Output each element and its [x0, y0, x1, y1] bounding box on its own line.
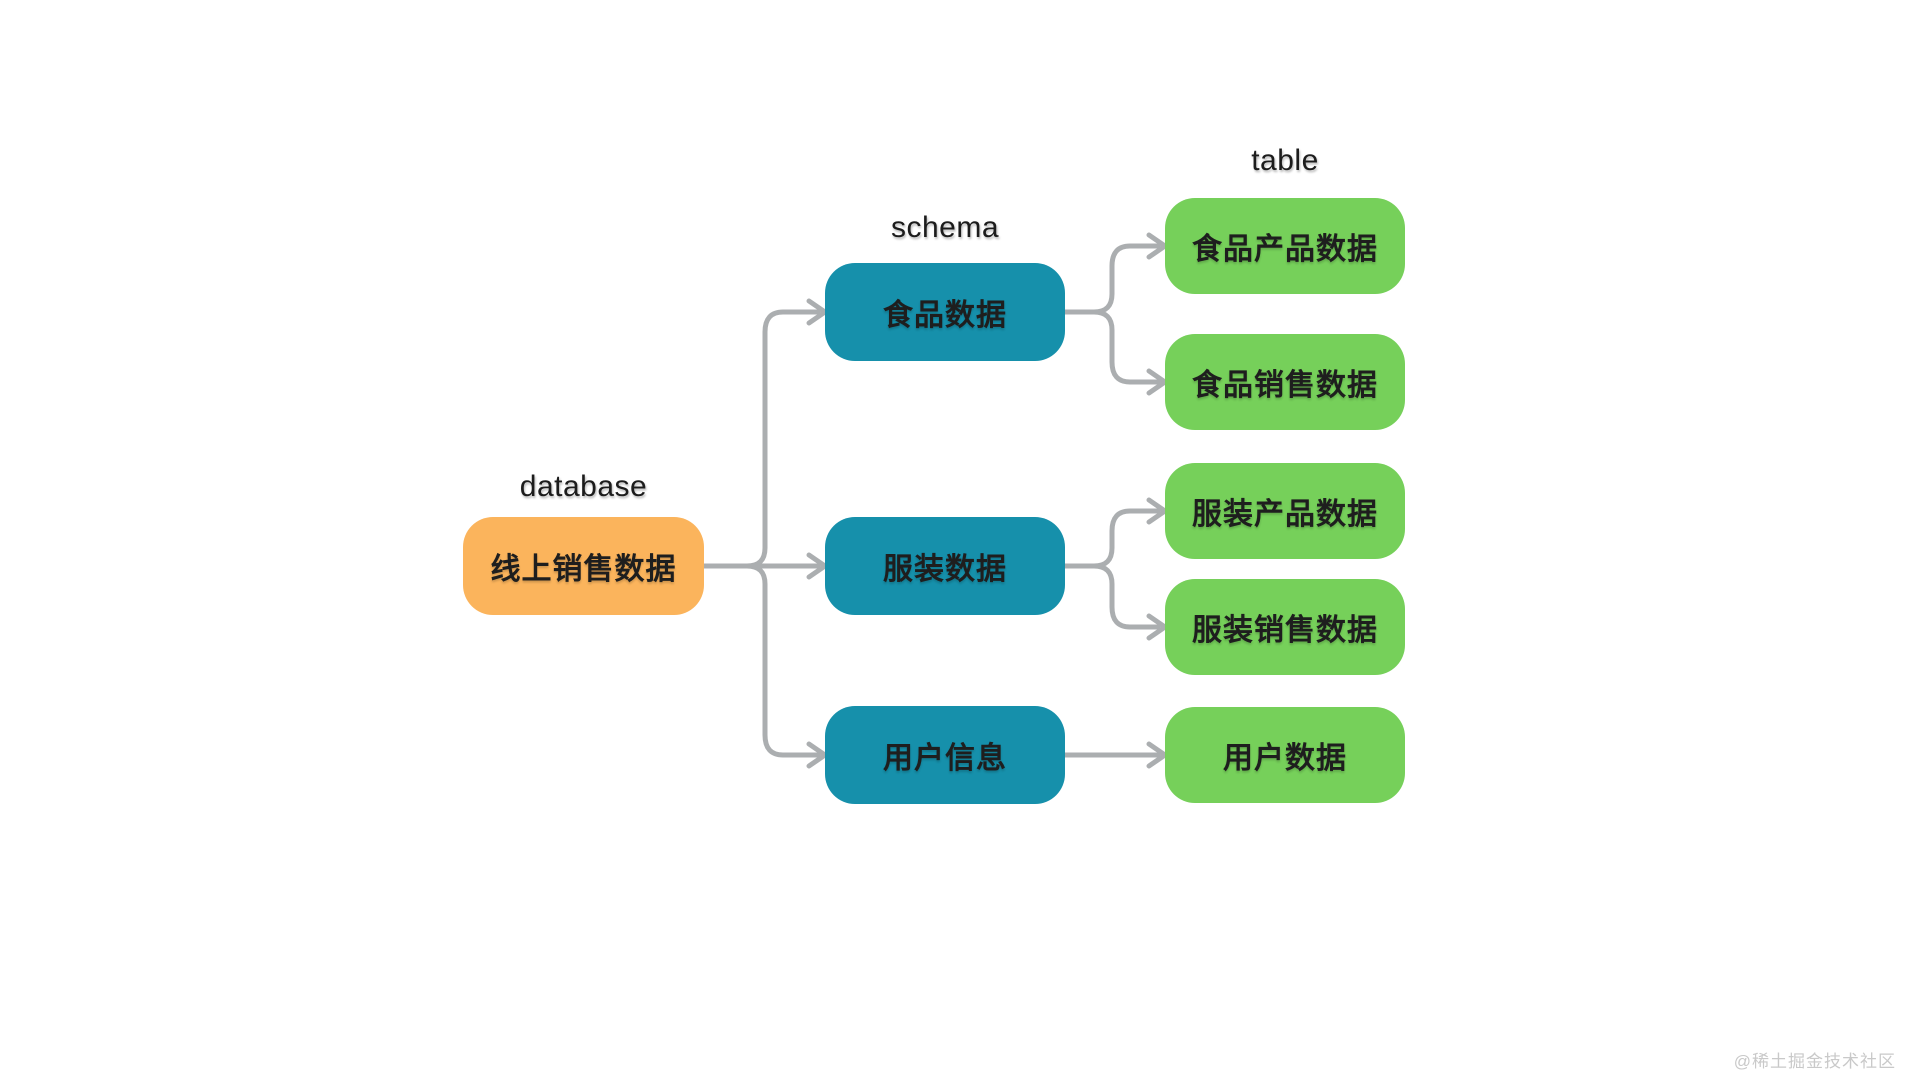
node-schema-food-data: 食品数据: [825, 263, 1065, 361]
arrowhead-icon: [1146, 368, 1168, 396]
database-column-label: database: [519, 470, 648, 503]
arrowhead-icon: [1146, 497, 1168, 525]
watermark: @稀土掘金技术社区: [1733, 1052, 1896, 1071]
node-database: 线上销售数据: [463, 517, 704, 615]
node-table-food-product-data: 食品产品数据: [1165, 198, 1405, 294]
node-schema-label: 用户信息: [883, 742, 1007, 775]
node-table-user-data: 用户数据: [1165, 707, 1405, 803]
node-table-clothing-product-data: 服装产品数据: [1165, 463, 1405, 559]
node-database-label: 线上销售数据: [490, 553, 677, 586]
node-table-label: 服装销售数据: [1192, 614, 1378, 647]
node-table-label: 食品产品数据: [1192, 233, 1378, 266]
node-table-label: 食品销售数据: [1192, 369, 1378, 402]
arrowhead-icon: [806, 741, 828, 769]
node-schema-label: 服装数据: [883, 553, 1007, 586]
node-table-label: 服装产品数据: [1192, 498, 1378, 531]
table-column-label: table: [1251, 144, 1319, 177]
node-schema-clothing-data: 服装数据: [825, 517, 1065, 615]
arrowhead-icon: [1146, 741, 1168, 769]
arrowhead-icon: [806, 298, 828, 326]
node-table-label: 用户数据: [1223, 742, 1347, 775]
node-schema-user-info: 用户信息: [825, 706, 1065, 804]
arrowhead-icon: [1146, 232, 1168, 260]
arrowhead-icon: [806, 552, 828, 580]
arrowhead-icon: [1146, 613, 1168, 641]
node-table-food-sales-data: 食品销售数据: [1165, 334, 1405, 430]
node-schema-label: 食品数据: [883, 299, 1007, 332]
schema-column-label: schema: [890, 211, 1000, 244]
node-table-clothing-sales-data: 服装销售数据: [1165, 579, 1405, 675]
